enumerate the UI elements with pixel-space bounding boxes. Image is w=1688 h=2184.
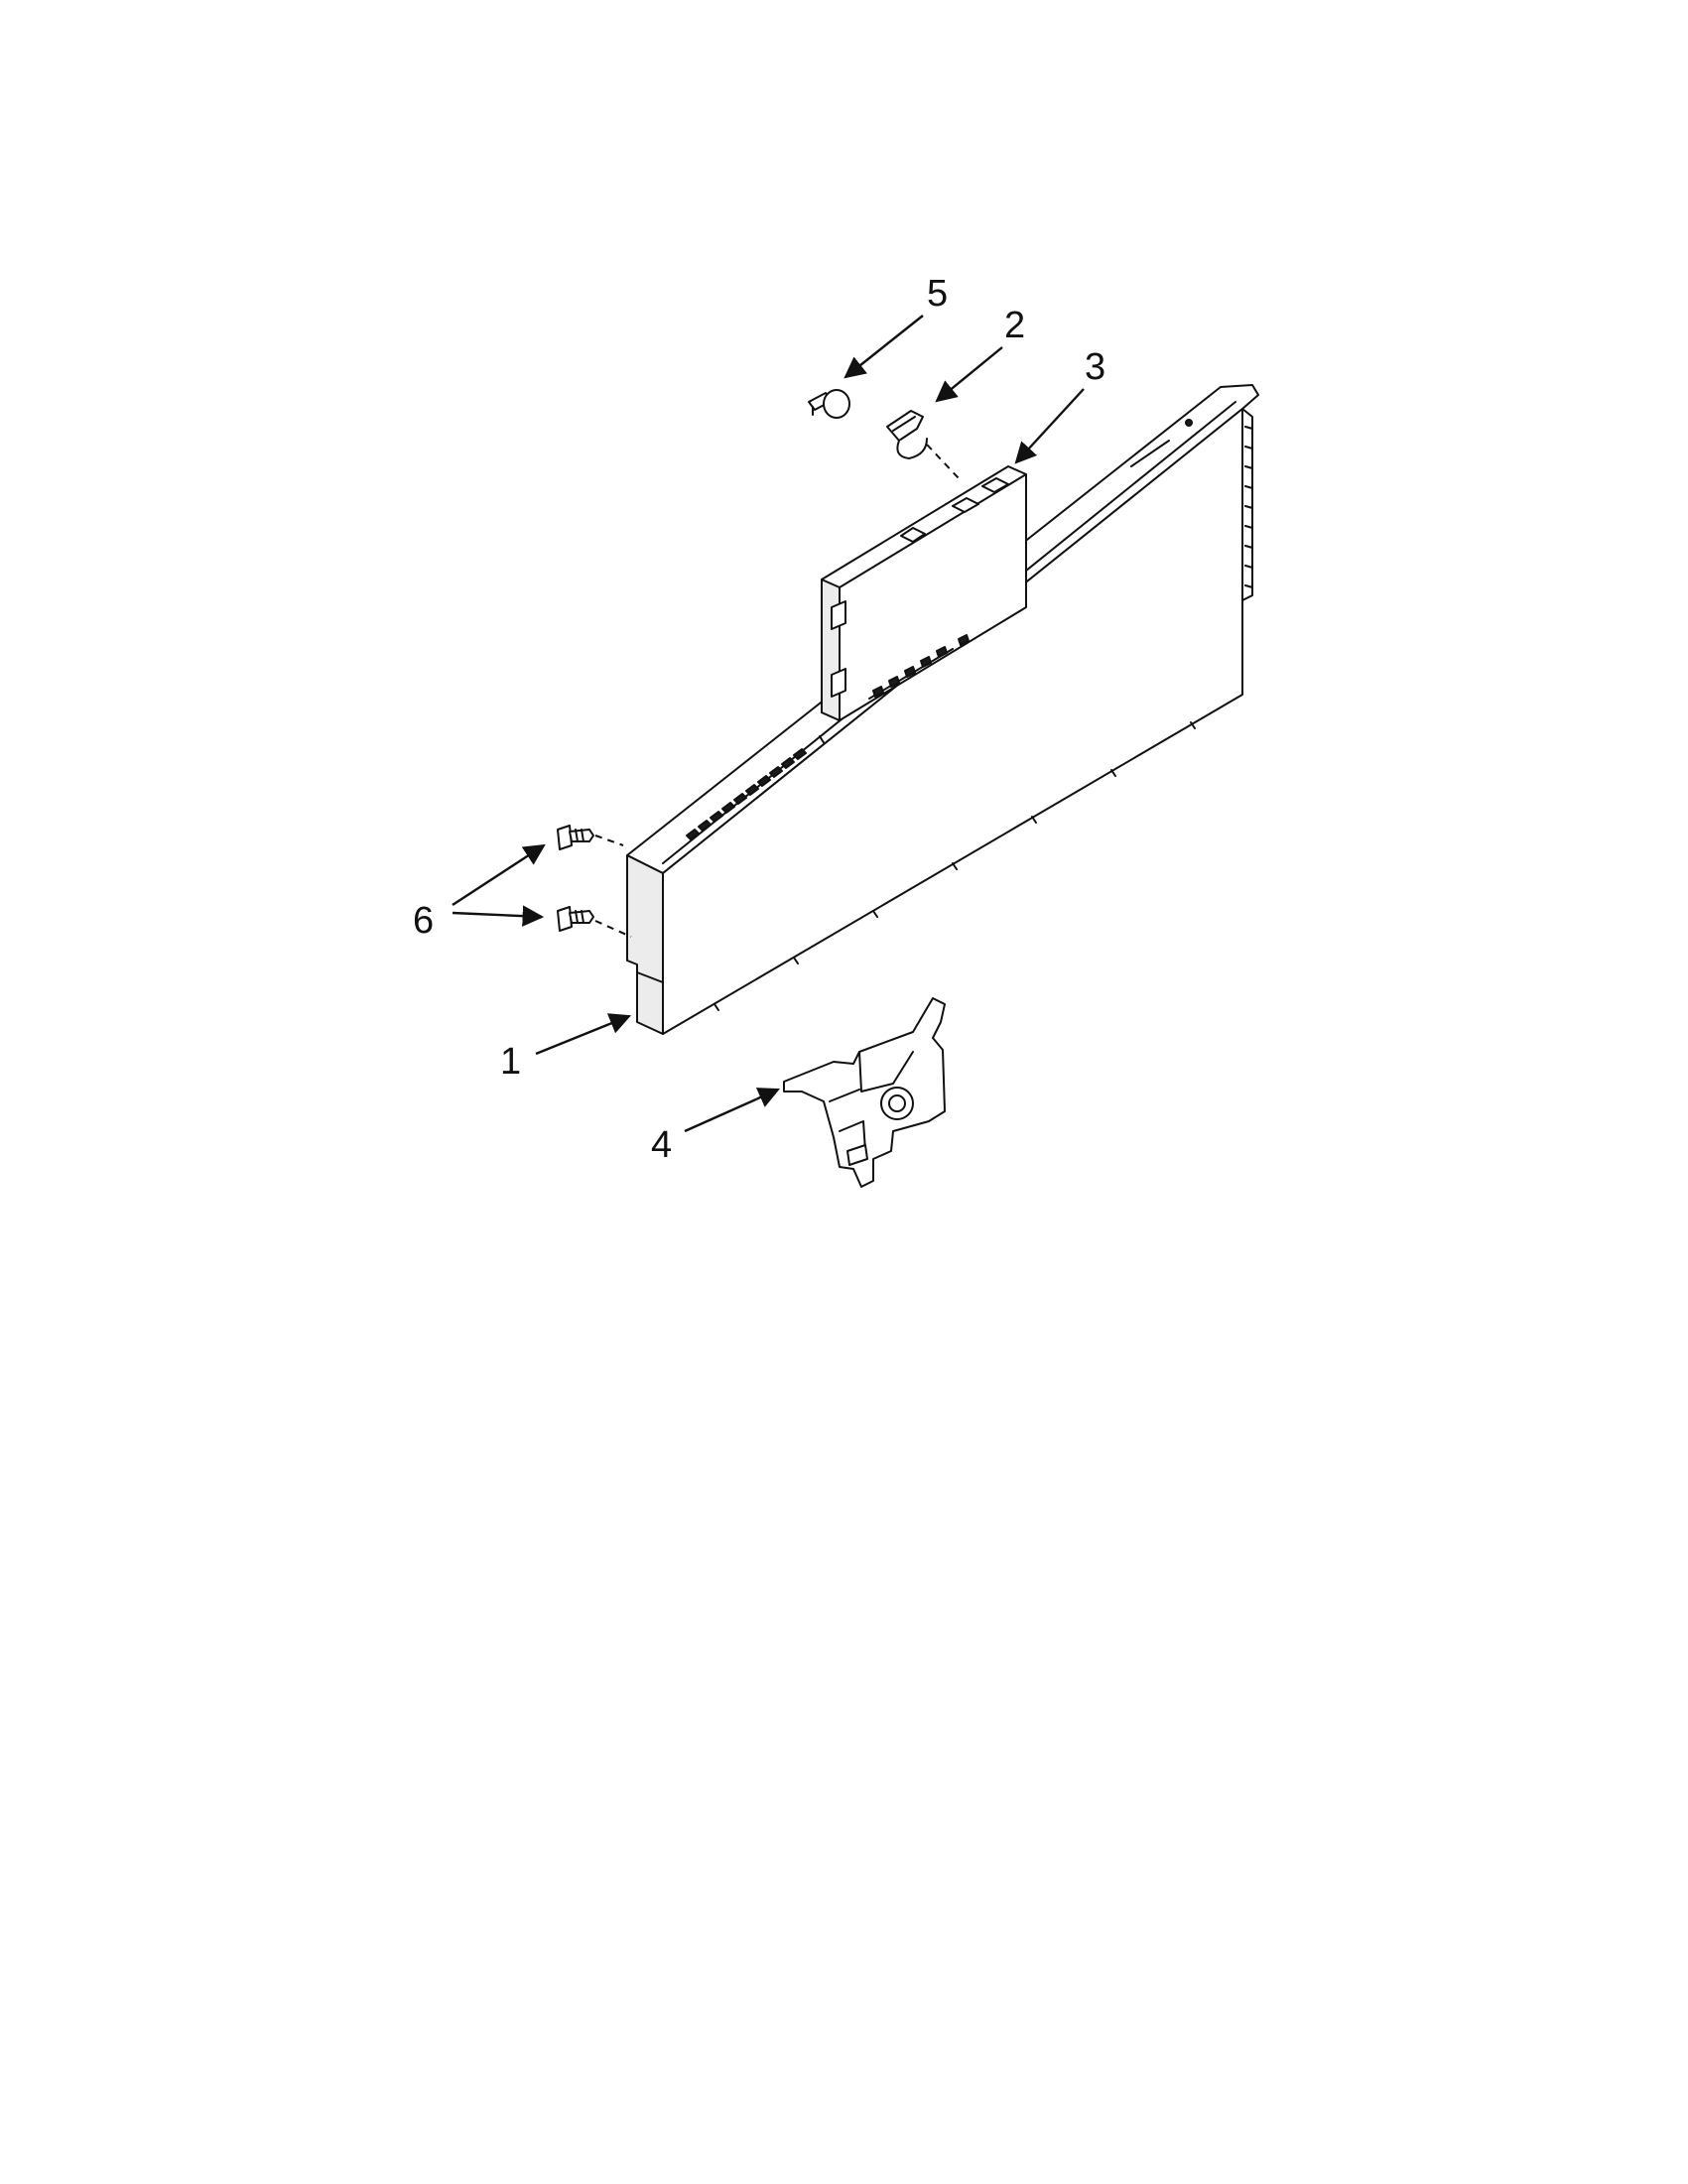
leader-6b [452,905,545,927]
leader-3 [1014,388,1085,464]
callout-3: 3 [1085,346,1105,388]
control-board-part [821,465,1027,721]
leader-4 [684,1088,780,1133]
callout-2: 2 [1004,305,1025,346]
screw-lower-part [557,906,594,932]
callout-4: 4 [651,1124,672,1166]
callout-5: 5 [927,273,948,315]
door-latch-part [783,997,946,1188]
thermal-fuse-part [808,389,850,419]
callout-6: 6 [413,900,434,942]
leader-5 [844,315,924,379]
leader-2 [935,346,1003,403]
screw-upper-part [557,825,594,850]
leader-6a [452,843,546,907]
leader-1 [535,1013,632,1056]
control-panel-part [626,384,1259,1035]
callout-1: 1 [500,1041,521,1083]
wire-clip-part [886,410,928,459]
